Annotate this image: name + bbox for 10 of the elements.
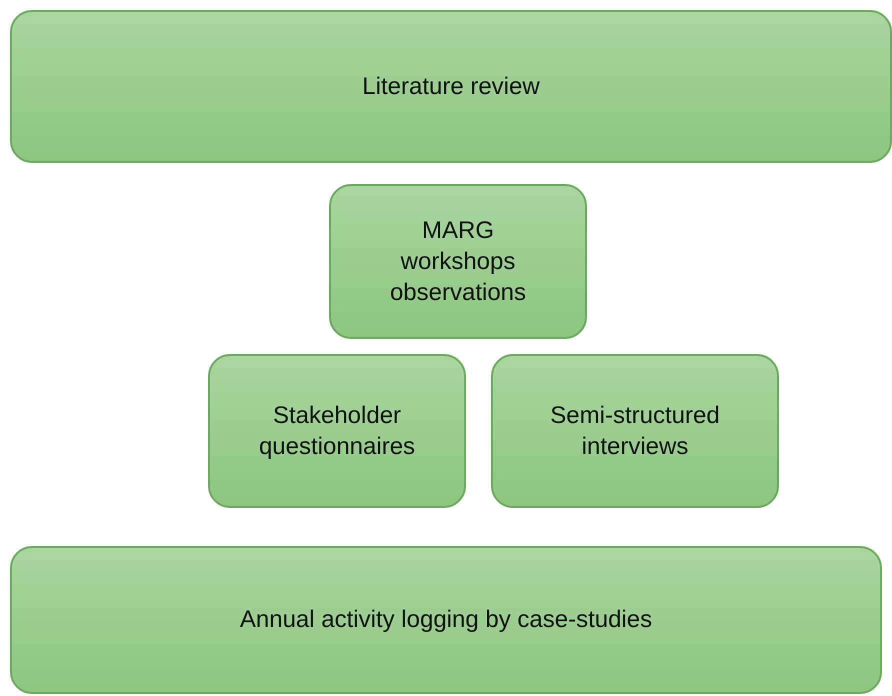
process-box xyxy=(10,546,882,694)
box-label: Literature review xyxy=(362,72,540,102)
process-box xyxy=(329,184,587,339)
box-label: Semi-structured interviews xyxy=(549,400,721,462)
process-box xyxy=(10,10,892,163)
box-label: Annual activity logging by case-studies xyxy=(240,605,652,636)
box-label: MARG workshops observations xyxy=(388,216,528,308)
process-box xyxy=(208,354,466,508)
box-label: Stakeholder questionnaires xyxy=(258,400,416,462)
process-box xyxy=(491,354,779,508)
